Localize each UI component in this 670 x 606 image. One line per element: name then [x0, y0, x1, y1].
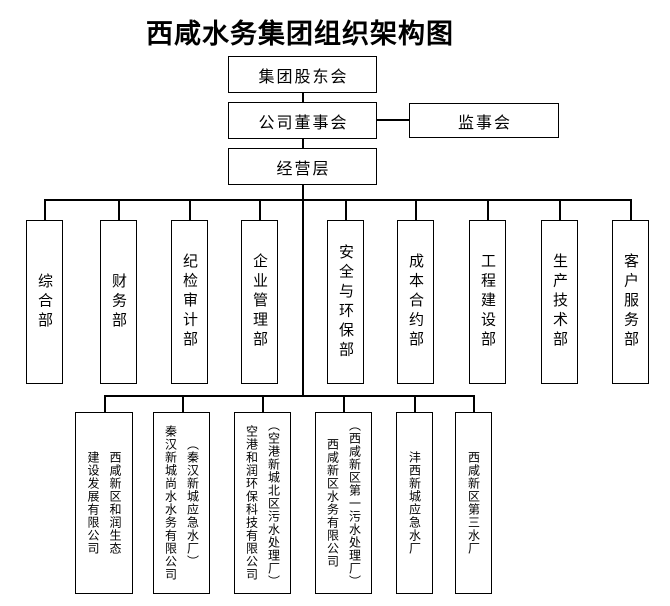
connector-drop-sub-1 [104, 395, 106, 412]
connector-shareholders-board [302, 93, 304, 102]
department-box-7: 工程建设部 [469, 220, 506, 384]
department-label: 企业管理部 [251, 253, 269, 351]
chart-title: 西咸水务集团组织架构图 [146, 19, 454, 50]
connector-drop-dept-8 [559, 199, 561, 220]
department-box-5: 安全与环保部 [327, 220, 364, 384]
subsidiary-label-column: 西咸新区第三水厂 [466, 451, 481, 555]
subsidiary-label-column: 沣西新城应急水厂 [407, 451, 422, 555]
connector-drop-dept-5 [345, 199, 347, 220]
connector-drop-dept-2 [118, 199, 120, 220]
department-label: 综合部 [36, 272, 54, 332]
department-box-3: 纪检审计部 [171, 220, 208, 384]
subsidiary-label-column: （西咸新区第一污水处理厂） [347, 418, 362, 588]
connector-management-trunk [302, 185, 304, 397]
connector-drop-dept-1 [44, 199, 46, 220]
node-management-label: 经营层 [276, 158, 331, 178]
connector-drop-sub-3 [262, 395, 264, 412]
subsidiary-box-6: 西咸新区第三水厂 [455, 412, 492, 594]
connector-drop-dept-4 [259, 199, 261, 220]
node-shareholders-label: 集团股东会 [258, 66, 349, 86]
subsidiary-box-1: 建设发展有限公司 西咸新区和润生态 [75, 412, 133, 594]
subsidiary-label-column: （秦汉新城应急水厂） [185, 438, 200, 568]
connector-drop-dept-3 [189, 199, 191, 220]
connector-drop-sub-4 [343, 395, 345, 412]
connector-departments-bus [44, 199, 632, 201]
department-box-1: 综合部 [26, 220, 63, 384]
department-label: 生产技术部 [551, 253, 569, 351]
node-board-label: 公司董事会 [258, 112, 349, 132]
department-label: 成本合约部 [407, 253, 425, 351]
subsidiary-label-column: 空港和润环保科技有限公司 [244, 425, 259, 581]
subsidiary-box-4: 西咸新区水务有限公司 （西咸新区第一污水处理厂） [315, 412, 372, 594]
connector-drop-dept-6 [415, 199, 417, 220]
department-label: 客户服务部 [622, 253, 640, 351]
connector-subsidiaries-bus [104, 395, 475, 397]
connector-drop-dept-9 [630, 199, 632, 220]
department-box-8: 生产技术部 [541, 220, 578, 384]
department-label: 纪检审计部 [181, 253, 199, 351]
connector-drop-dept-7 [487, 199, 489, 220]
node-shareholders: 集团股东会 [228, 56, 377, 93]
subsidiary-box-5: 沣西新城应急水厂 [396, 412, 433, 594]
subsidiary-box-3: 空港和润环保科技有限公司 （空港新城北区污水处理厂） [234, 412, 291, 594]
department-box-2: 财务部 [100, 220, 137, 384]
subsidiary-box-2: 秦汉新城尚水水务有限公司 （秦汉新城应急水厂） [153, 412, 210, 594]
department-box-6: 成本合约部 [397, 220, 434, 384]
subsidiary-label-column: 建设发展有限公司 [86, 451, 100, 555]
department-label: 财务部 [110, 272, 128, 332]
department-label: 工程建设部 [479, 253, 497, 351]
connector-drop-sub-6 [473, 395, 475, 412]
node-board: 公司董事会 [228, 102, 377, 139]
subsidiary-label-column: 秦汉新城尚水水务有限公司 [163, 425, 178, 581]
node-management: 经营层 [228, 148, 377, 185]
connector-board-management [302, 139, 304, 148]
connector-drop-sub-5 [414, 395, 416, 412]
connector-board-supervisors [377, 119, 409, 121]
subsidiary-label-column: （空港新城北区污水处理厂） [266, 418, 281, 588]
node-supervisors: 监事会 [409, 103, 559, 138]
connector-drop-sub-2 [182, 395, 184, 412]
subsidiary-label-column: 西咸新区和润生态 [108, 451, 122, 555]
node-supervisors-label: 监事会 [457, 112, 512, 132]
department-label: 安全与环保部 [337, 243, 355, 361]
department-box-9: 客户服务部 [612, 220, 649, 384]
department-box-4: 企业管理部 [241, 220, 278, 384]
subsidiary-label-column: 西咸新区水务有限公司 [325, 438, 340, 568]
